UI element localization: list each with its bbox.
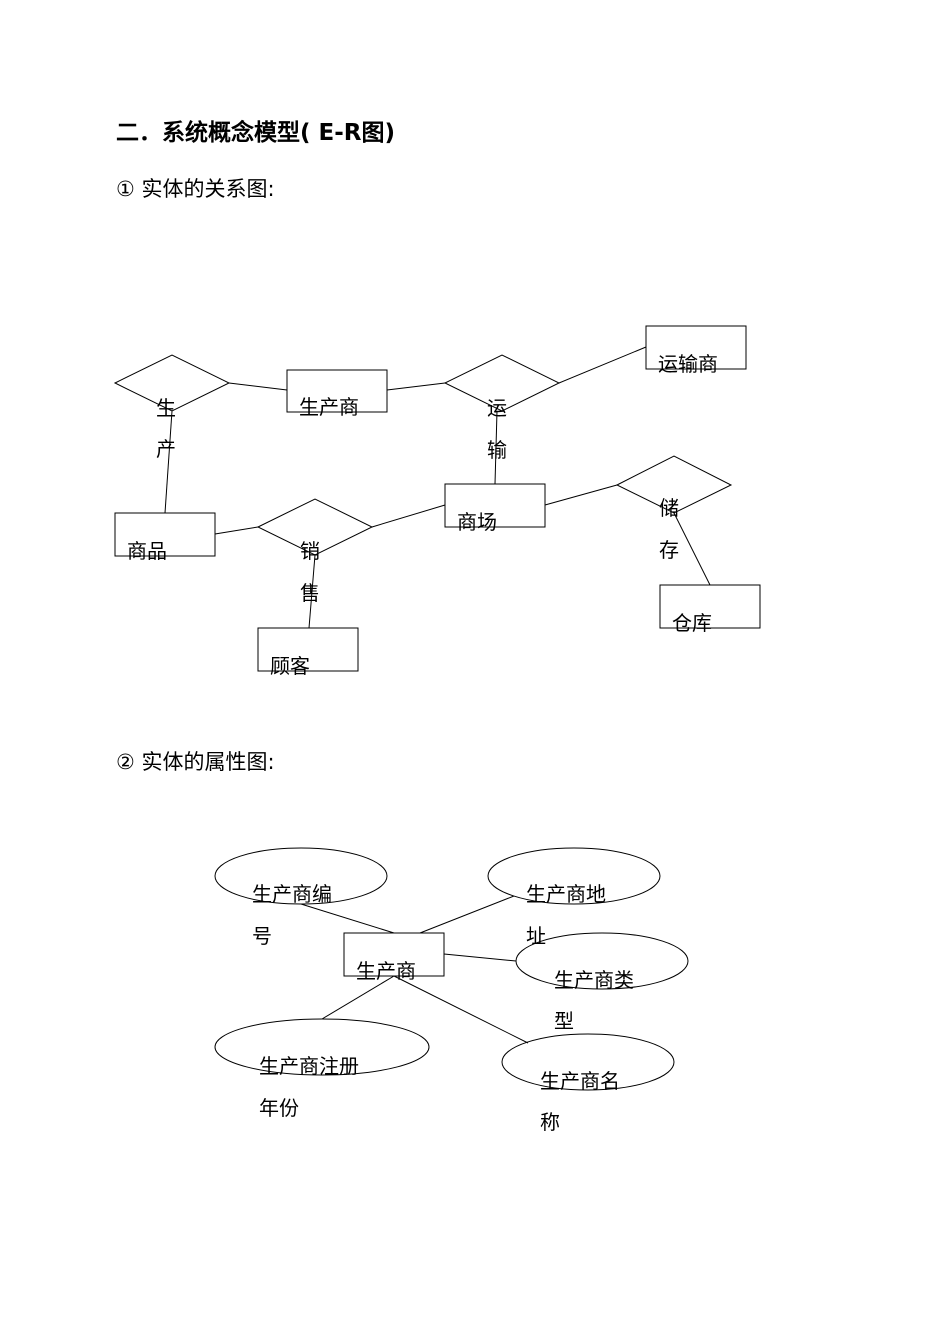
label: 生产商类 — [554, 968, 634, 992]
rect — [444, 483, 546, 528]
relationship-produce: 生 产 — [113, 354, 231, 461]
label: 运输商 — [658, 352, 718, 376]
label: 商品 — [127, 539, 167, 563]
connector — [443, 953, 517, 962]
entity-customer: 顾客 — [257, 627, 359, 678]
relationship-transport: 运 输 — [443, 354, 561, 462]
connector — [308, 554, 316, 629]
connector — [558, 346, 647, 384]
label: 生产商注册 — [259, 1054, 359, 1078]
rect — [659, 584, 761, 629]
relationship-sell: 销 售 — [256, 498, 374, 605]
label: 销 — [300, 539, 320, 563]
connector — [228, 382, 288, 391]
ellipse — [214, 1018, 430, 1076]
attribute-entity-manufacturer: 生产商 — [343, 932, 445, 983]
connector — [393, 975, 529, 1044]
label: 生产商编 — [252, 882, 332, 906]
label: 顾客 — [270, 654, 310, 678]
label: 址 — [526, 924, 546, 948]
section-relation-diagram-title: ① 实体的关系图: — [116, 177, 275, 201]
attribute-connectors — [300, 895, 529, 1044]
label: 储 — [659, 496, 679, 520]
label: 号 — [252, 924, 272, 948]
section-attribute-diagram-title: ② 实体的属性图: — [116, 750, 275, 774]
relation-connectors — [164, 346, 711, 629]
entity-manufacturer: 生产商 — [286, 369, 388, 419]
entity-mall: 商场 — [444, 483, 546, 534]
rect — [114, 512, 216, 557]
label: 生产商 — [299, 395, 359, 419]
rect — [257, 627, 359, 672]
connector — [214, 526, 259, 535]
connector — [371, 504, 446, 528]
label: 售 — [300, 581, 320, 605]
diamond — [443, 354, 561, 412]
ellipse — [501, 1033, 675, 1091]
diamond — [256, 498, 374, 556]
entity-product: 商品 — [114, 512, 216, 563]
attribute-address: 生产商地 址 — [487, 847, 661, 948]
connector — [300, 903, 395, 934]
connector — [386, 382, 446, 391]
label: 商场 — [457, 510, 497, 534]
label: 年份 — [259, 1096, 299, 1120]
label: 仓库 — [672, 611, 712, 635]
connector — [673, 512, 711, 586]
attribute-type: 生产商类 型 — [515, 932, 689, 1033]
label: 生 — [156, 396, 176, 420]
diamond — [113, 354, 231, 412]
connector — [544, 484, 618, 506]
label: 型 — [554, 1009, 574, 1033]
label: 生产商 — [356, 959, 416, 983]
attribute-name: 生产商名 称 — [501, 1033, 675, 1134]
page-heading: 二．系统概念模型( E-R图) — [116, 120, 395, 146]
connector — [419, 895, 515, 934]
relationship-store: 储 存 — [615, 455, 733, 562]
rect — [343, 932, 445, 977]
attribute-id: 生产商编 号 — [214, 847, 388, 948]
connector — [494, 410, 498, 485]
rect — [645, 325, 747, 370]
ellipse — [214, 847, 388, 905]
ellipse — [487, 847, 661, 905]
diamond — [615, 455, 733, 514]
label: 产 — [156, 437, 176, 461]
label: 生产商名 — [540, 1069, 620, 1093]
label: 存 — [659, 538, 679, 562]
entity-carrier: 运输商 — [645, 325, 747, 376]
label: 称 — [540, 1110, 560, 1134]
attribute-reg-year: 生产商注册 年份 — [214, 1018, 430, 1120]
entity-warehouse: 仓库 — [659, 584, 761, 635]
rect — [286, 369, 388, 413]
label: 输 — [487, 438, 507, 462]
label: 运 — [487, 396, 507, 420]
label: 生产商地 — [526, 882, 606, 906]
ellipse — [515, 932, 689, 990]
connector — [164, 410, 173, 514]
connector — [321, 975, 395, 1020]
